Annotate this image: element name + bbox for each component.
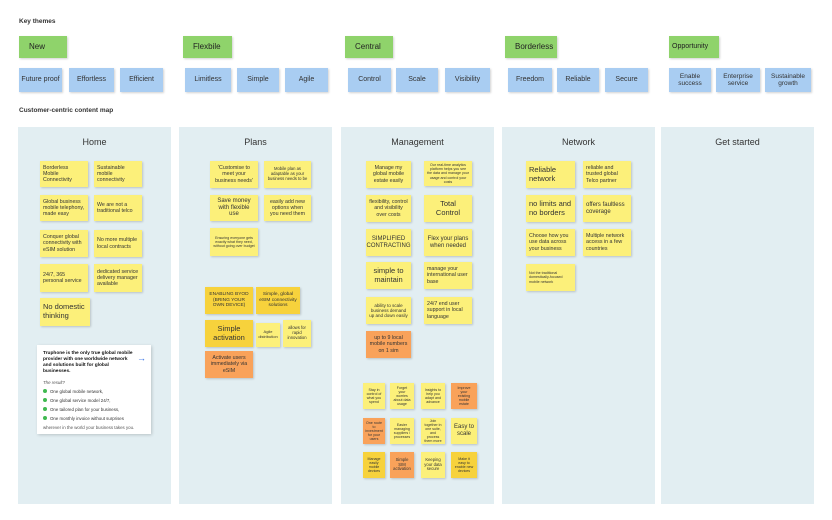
note-management-1[interactable]: Manage my global mobile estate easily [366,161,411,188]
note-management-16[interactable]: One route to investment for your users [363,418,385,444]
note-management-7[interactable]: simple to maintain [366,262,411,289]
column-get-started-title: Get started [715,137,760,147]
note-home-2[interactable]: Sustainable mobile connectivity [94,161,142,187]
subtheme-agile[interactable]: Agile [285,68,328,92]
note-plans-4[interactable]: easily add new options when you need the… [264,195,311,221]
note-home-3[interactable]: Global business mobile telephony, made e… [40,195,88,221]
note-management-17[interactable]: Easier managing suppliers / processes [390,418,414,444]
card-footer: wherever in the world your business take… [43,424,135,430]
note-management-13[interactable]: Forget your worries about data usage [390,383,414,409]
note-management-18[interactable]: Join together in one suite, and process … [421,418,445,444]
subtheme-reliable[interactable]: Reliable [557,68,599,92]
subtheme-future-proof[interactable]: Future proof [19,68,62,92]
card-item-text: One tailored plan for your business, [50,406,120,412]
subtheme-enterprise-service[interactable]: Enterprise service [716,68,760,92]
column-get-started[interactable]: Get started [661,127,814,504]
note-network-6[interactable]: Multiple network access in a few countri… [583,229,631,256]
card-list-item: One tailored plan for your business, [43,407,145,412]
check-dot-icon [43,398,47,403]
subtheme-limitless[interactable]: Limitless [185,68,231,92]
note-management-22[interactable]: Keeping your data secure [421,452,445,478]
note-plans-11[interactable]: Activate users immediately via eSIM [205,351,253,378]
note-plans-6[interactable]: ENABLING BYOD (BRING YOUR OWN DEVICE) [205,287,253,314]
note-home-9[interactable]: No domestic thinking [40,298,90,326]
column-network[interactable]: Network [502,127,655,504]
content-map-heading: Customer-centric content map [19,107,114,114]
column-management-title: Management [391,137,444,147]
check-dot-icon [43,416,47,421]
check-dot-icon [43,389,47,394]
card-item-text: One global service model 24/7, [50,397,111,403]
subtheme-effortless[interactable]: Effortless [69,68,114,92]
note-management-19[interactable]: Easy to scale [451,418,477,444]
theme-central[interactable]: Central [345,36,393,58]
note-management-4[interactable]: Total Control [424,195,472,222]
note-home-8[interactable]: dedicated service delivery manager avail… [94,264,142,292]
home-content-card[interactable]: Truphone is the only true global mobile … [37,345,151,434]
subtheme-scale[interactable]: Scale [396,68,438,92]
theme-borderless[interactable]: Borderless [505,36,557,58]
note-plans-1[interactable]: 'Customise to meet your business needs' [210,161,258,188]
note-network-3[interactable]: no limits and no borders [526,195,575,222]
note-home-4[interactable]: We are not a traditional telco [94,195,142,221]
note-management-8[interactable]: manage your international user base [424,262,472,289]
subtheme-freedom[interactable]: Freedom [508,68,552,92]
note-home-5[interactable]: Conquer global connectivity with eSIM so… [40,230,88,257]
subtheme-enable-success[interactable]: Enable success [669,68,711,92]
note-management-21[interactable]: Simple SIM activation [390,452,414,478]
card-item-text: One monthly invoice without surprises [50,415,124,421]
note-home-1[interactable]: Borderless Mobile Connectivity [40,161,88,187]
note-network-2[interactable]: reliable and trusted global Telco partne… [583,161,631,188]
theme-flexible[interactable]: Flexbile [183,36,232,58]
note-network-5[interactable]: Choose how you use data across your busi… [526,229,575,256]
check-dot-icon [43,407,47,412]
note-plans-10[interactable]: allows for rapid innovation [283,320,311,347]
card-list-item: One monthly invoice without surprises [43,416,145,421]
note-management-23[interactable]: Make it easy to enable new devices [451,452,477,478]
note-management-5[interactable]: SIMPLIFIED CONTRACTING [366,229,411,256]
arrow-right-icon[interactable]: → [137,353,146,363]
card-list-item: One global service model 24/7, [43,398,145,403]
column-home-title: Home [82,137,107,147]
card-list-item: One global mobile network, [43,389,145,394]
column-plans-title: Plans [244,137,267,147]
note-home-7[interactable]: 24/7, 365 personal service [40,264,88,292]
subtheme-simple[interactable]: Simple [237,68,279,92]
subtheme-sustainable-growth[interactable]: Sustainable growth [765,68,811,92]
subtheme-control[interactable]: Control [348,68,391,92]
column-plans[interactable]: Plans [179,127,332,504]
subtheme-secure[interactable]: Secure [605,68,648,92]
note-management-3[interactable]: flexibility, control and visibility over… [366,195,411,222]
theme-opportunity[interactable]: Opportunity [669,36,719,58]
card-result-label: The result? [43,379,65,385]
note-management-9[interactable]: ability to scale business demand up and … [366,297,411,324]
note-management-11[interactable]: up to 9 local mobile numbers on 1 sim [366,331,411,358]
column-network-title: Network [561,137,595,147]
note-network-1[interactable]: Reliable network [526,161,575,188]
subtheme-efficient[interactable]: Efficient [120,68,163,92]
subtheme-visibility[interactable]: Visibility [445,68,490,92]
note-management-10[interactable]: 24/7 end user support in local language [424,297,472,324]
note-management-20[interactable]: Manage easily mobile devices [363,452,385,478]
note-plans-5[interactable]: Ensuring everyone gets exactly what they… [210,228,258,256]
key-themes-heading: Key themes [19,18,56,25]
note-home-6[interactable]: No more multiple local contracts [94,230,142,257]
note-plans-7[interactable]: Simple, global eSIM connectivity solutio… [256,287,300,314]
note-network-4[interactable]: offers faultless coverage [583,195,631,222]
note-plans-3[interactable]: Save money with flexible use [210,195,258,221]
theme-new[interactable]: New [19,36,67,58]
note-plans-9[interactable]: Agile distribution [256,323,280,347]
note-network-7[interactable]: Not the traditional domestically-focused… [526,264,575,291]
note-plans-8[interactable]: Simple activation [205,320,253,347]
note-plans-2[interactable]: Mobile plan as adaptable as your busines… [264,161,311,188]
card-item-text: One global mobile network, [50,388,104,394]
note-management-2[interactable]: Our real-time analytics platform helps y… [424,161,472,186]
card-title: Truphone is the only true global mobile … [43,351,133,374]
note-management-14[interactable]: Insights to help you adapt and advance [421,383,445,409]
note-management-15[interactable]: Improve your existing mobile estate [451,383,477,409]
note-management-12[interactable]: Stay in control of what you spend [363,383,385,409]
note-management-6[interactable]: Flex your plans when needed [424,229,472,256]
